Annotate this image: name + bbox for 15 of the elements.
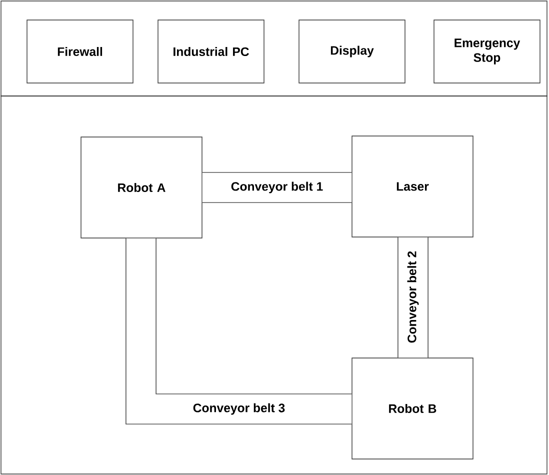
device-box: Display bbox=[298, 20, 406, 84]
device-box: Laser bbox=[352, 136, 474, 238]
device-box: Robot B bbox=[352, 358, 474, 460]
panel-box bbox=[0, 96, 548, 474]
device-box: Emergency Stop bbox=[434, 20, 540, 84]
conveyor-belt bbox=[202, 172, 352, 203]
device-box: Robot A bbox=[80, 136, 202, 238]
conveyor-belt bbox=[126, 238, 352, 424]
edge-label: Conveyor belt 2 bbox=[406, 250, 420, 344]
device-box: Firewall bbox=[26, 20, 134, 84]
panel-box bbox=[0, 0, 548, 96]
conveyor-belt bbox=[398, 237, 428, 358]
edge-label: Conveyor belt 3 bbox=[192, 402, 286, 416]
device-box: Industrial PC bbox=[158, 20, 264, 84]
edge-label: Conveyor belt 1 bbox=[230, 180, 324, 194]
